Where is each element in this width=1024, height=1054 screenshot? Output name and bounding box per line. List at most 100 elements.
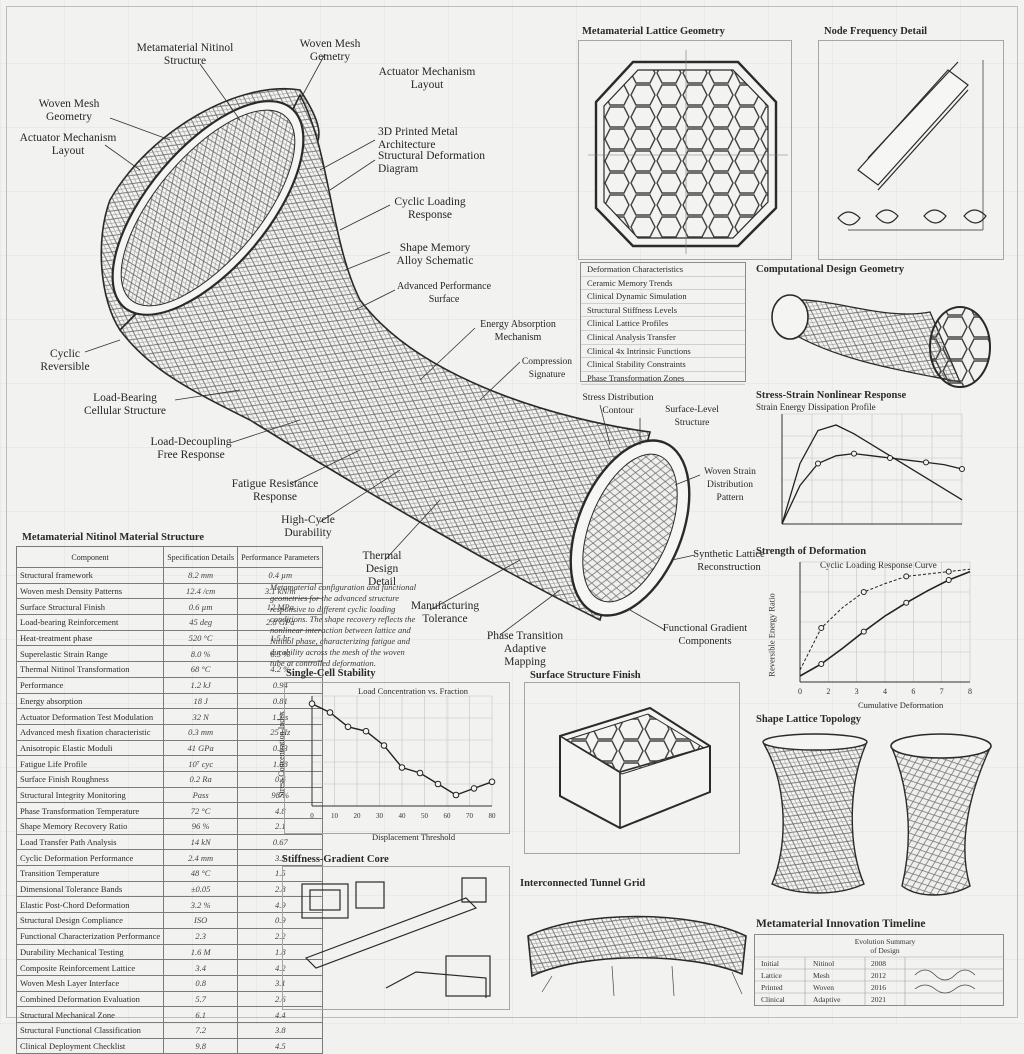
spec-cell-component: Structural Mechanical Zone [15, 1006, 165, 1023]
legend-item: Clinical Lattice Profiles [581, 317, 745, 331]
stress-strain-series-line [781, 452, 963, 525]
shape-variant-drawings [762, 733, 992, 896]
stability-point [362, 727, 370, 735]
stability-point [326, 709, 334, 716]
strength-point [860, 589, 867, 595]
timeline-cell: Nitinol [813, 959, 835, 968]
stress-strain-chart [781, 413, 965, 525]
spec-cell-value: 96 % [163, 818, 239, 835]
timeline-cell: Adaptive [813, 995, 841, 1004]
panel-title-timeline: Metamaterial Innovation Timeline [756, 918, 926, 930]
strength-x-axis-label: Cumulative Deformation [858, 700, 944, 710]
spec-cell-value: 8.0 % [163, 645, 239, 663]
label-actuator-mechanism-top: Actuator Mechanism Layout [378, 66, 476, 91]
x-tick-label: 70 [466, 812, 474, 820]
x-tick-label: 6 [911, 687, 915, 696]
timeline-cell: Clinical [761, 995, 785, 1004]
timeline-cell: Printed [761, 983, 783, 992]
woven-tube-illustration [84, 53, 701, 636]
panel-subtitle-single-cell: Load Concentration vs. Fraction [358, 686, 469, 696]
surface-block-drawing [559, 706, 711, 830]
spec-cell-component: Energy absorption [15, 692, 165, 710]
spec-cell-component: Structural Design Compliance [15, 912, 165, 929]
spec-cell-component: Phase Transformation Temperature [15, 802, 165, 819]
spec-cell-component: Structural framework [15, 567, 165, 584]
label-load-decoupling: Load-Decoupling Free Response [150, 436, 232, 461]
spec-cell-value: 6.1 [163, 1006, 239, 1023]
strength-point [903, 573, 910, 580]
timeline-grid [755, 956, 1003, 1005]
x-tick-label: 4 [883, 687, 887, 696]
label-phase-transition: Phase Transition Adaptive Mapping [486, 630, 564, 668]
stability-point [452, 791, 460, 799]
panel-title-stiffness-core: Stiffness-Gradient Core [282, 854, 389, 865]
legend-box: Deformation Characteristics Ceramic Memo… [580, 262, 746, 386]
legend-item: Phase Transformation Zones [581, 372, 745, 386]
strength-point [903, 599, 910, 606]
x-tick-label: 50 [421, 812, 429, 820]
spec-header: Performance Parameters [237, 546, 324, 568]
spec-cell-value: 0.8 [163, 974, 239, 992]
label-woven-mesh-left: Woven Mesh Geometry [38, 98, 100, 123]
timeline-cell: 2012 [871, 971, 886, 980]
legend-item: Clinical 4x Intrinsic Functions [581, 345, 745, 359]
x-tick-label: 80 [489, 812, 497, 820]
spec-cell-value: 0.4 µm [237, 567, 324, 584]
spec-cell-component: Cyclic Deformation Performance [15, 849, 165, 867]
spec-header: Specification Details [163, 546, 239, 568]
label-actuator-mechanism-left: Actuator Mechanism Layout [19, 132, 117, 157]
spec-cell-value: 12.4 /cm [163, 582, 239, 600]
spec-cell-component: Anisotropic Elastic Moduli [15, 739, 165, 757]
label-energy-absorption: Energy Absorption Mechanism [480, 319, 556, 343]
panel-title-strength: Strength of Deformation [756, 546, 867, 557]
spec-cell-value: 68 °C [163, 661, 239, 678]
stress-strain-point [815, 460, 821, 467]
x-tick-label: 0 [310, 812, 314, 820]
spec-cell-value: ISO [163, 912, 239, 929]
strength-series-line [799, 568, 971, 671]
label-manufacturing-tolerance: Manufacturing Tolerance [410, 600, 480, 625]
spec-cell-value: 3.8 [237, 1021, 324, 1039]
timeline-cell: Lattice [761, 971, 782, 980]
timeline-cell: 2008 [871, 959, 886, 968]
spec-cell-value: 0.6 µm [163, 598, 239, 616]
legend-item: Structural Stiffness Levels [581, 304, 745, 318]
spec-cell-value: 0.3 mm [163, 723, 239, 741]
spec-cell-component: Actuator Deformation Test Modulation [15, 708, 165, 725]
timeline-cell: Woven [813, 983, 835, 992]
label-compression-response: Compression Signature [521, 357, 573, 380]
panel-single-cell [284, 682, 510, 834]
spec-cell-component: Performance [15, 676, 165, 694]
x-tick-label: 8 [968, 687, 972, 696]
label-thermal-design: Thermal Design Detail [362, 550, 402, 588]
timeline-header: Evolution Summary of Design [854, 937, 916, 955]
strength-point [945, 568, 952, 575]
legend-item: Deformation Characteristics [581, 263, 745, 277]
stress-strain-point [887, 455, 893, 461]
panel-node [818, 40, 1004, 260]
stability-point [344, 723, 352, 731]
strength-series-line [799, 570, 971, 677]
lattice-drawing [588, 50, 788, 254]
spec-cell-component: Advanced mesh fixation characteristic [15, 723, 165, 741]
panel-title-stress-strain: Stress-Strain Nonlinear Response [756, 390, 907, 401]
spec-cell-component: Combined Deformation Evaluation [15, 990, 165, 1008]
stability-point [380, 742, 388, 749]
label-surface-structure: Surface-Level Structure [665, 405, 719, 428]
stress-strain-point [959, 466, 965, 472]
spec-cell-value: 520 °C [163, 629, 239, 647]
label-fatigue-resistance: Fatigue Resistance Response [231, 478, 319, 503]
label-high-cycle: High-Cycle Durability [281, 514, 335, 539]
